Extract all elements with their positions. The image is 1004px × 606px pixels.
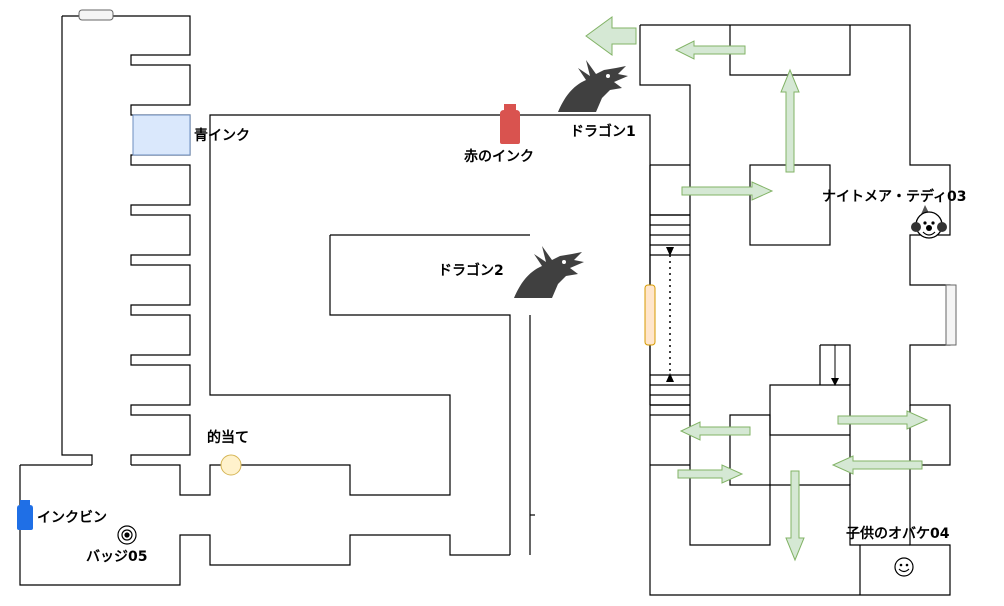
stairs-top [650,214,690,256]
child-ghost-label: 子供のオバケ04 [846,525,950,542]
ink-bottle-label: インクビン [37,510,107,526]
red-ink-label: 赤のインク [464,149,534,165]
mid-walls [529,315,535,555]
right-door [945,284,957,346]
badge-icon [117,525,137,545]
dragon-icon [558,60,628,112]
target-label: 的当て [207,429,249,446]
target-icon [220,454,242,476]
dragon2-label: ドラゴン2 [438,262,504,279]
blue-ink-label: 青インク [194,127,250,144]
blue-ink-room [132,114,191,156]
clown-icon [911,205,947,239]
smiley-icon [894,557,914,577]
bottom-left-hall [19,114,651,586]
nightmare-teddy-label: ナイトメア・テディ03 [822,188,967,205]
dragon-icon [514,246,584,298]
flow-arrows [585,16,929,562]
red-ink-bottle-icon [500,104,520,144]
top-door [78,9,114,21]
blue-ink-bottle-icon [17,500,33,530]
stair-door [644,284,656,346]
exit-arrow[interactable] [585,16,637,56]
dragon1-label: ドラゴン1 [570,123,636,140]
badge-label: バッジ05 [86,549,147,565]
left-corridor [61,9,191,465]
